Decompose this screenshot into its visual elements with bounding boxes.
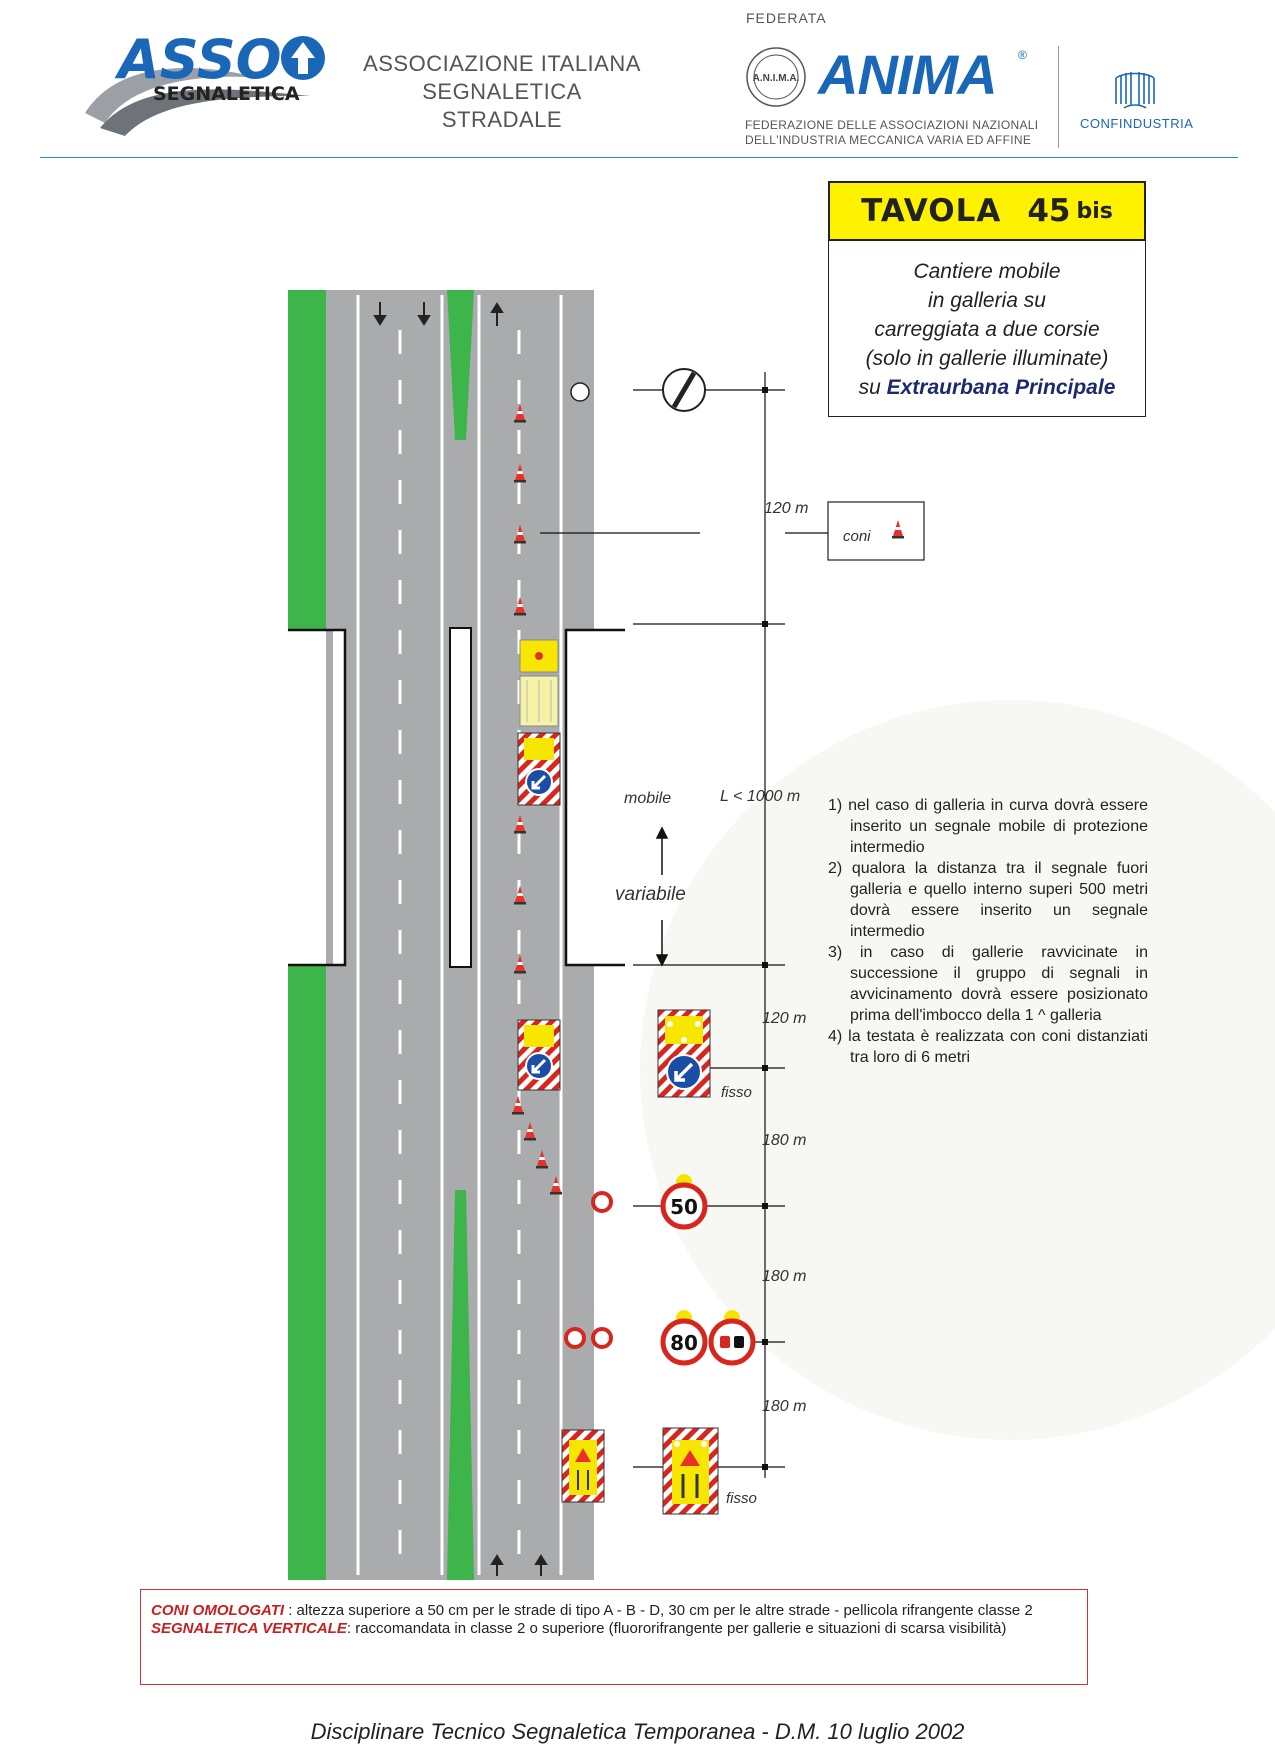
desc-line-1: Cantiere mobile (913, 260, 1061, 283)
note-3: 3) in caso di gallerie ravvicinate in su… (828, 944, 1148, 1024)
anima-registered-mark: ® (1018, 48, 1027, 62)
distance-180-a: 180 m (762, 1132, 807, 1149)
tunnel-walls (288, 628, 625, 967)
fisso-label-1: fisso (721, 1084, 752, 1101)
legend-box: CONI OMOLOGATI : altezza superiore a 50 … (140, 1589, 1088, 1685)
fisso-label-2: fisso (726, 1490, 757, 1507)
note-1: 1) nel caso di galleria in curva dovrà e… (828, 797, 1148, 856)
anima-seal-text: A.N.I.M.A. (753, 73, 800, 84)
anima-sub-line-1: FEDERAZIONE DELLE ASSOCIAZIONI NAZIONALI (745, 118, 1039, 132)
desc-road-type: Extraurbana Principale (886, 376, 1116, 399)
anima-subtitle: FEDERAZIONE DELLE ASSOCIAZIONI NAZIONALI… (745, 118, 1045, 148)
roadwork-panel-side (662, 1427, 719, 1515)
tavola-number: 45 (1027, 193, 1071, 229)
end-restriction-sign (662, 368, 706, 412)
variable-arrows (655, 826, 669, 967)
speed-limit-80-sign: 80 (660, 1310, 708, 1366)
association-line-2: SEGNALETICA STRADALE (422, 79, 582, 132)
segnaletica-verticale-text: : raccomandata in classe 2 o superiore (… (346, 1620, 1007, 1637)
anima-sub-line-2: DELL'INDUSTRIA MECCANICA VARIA ED AFFINE (745, 133, 1032, 147)
asso-logo: ASSO SEGNALETICA (85, 28, 325, 136)
end-restriction-marker (570, 382, 590, 402)
length-label: L < 1000 m (720, 788, 801, 805)
desc-line-4: (solo in gallerie illuminate) (865, 347, 1109, 370)
segnaletica-verticale-line: SEGNALETICA VERTICALE: raccomandata in c… (151, 1620, 1077, 1638)
median-wall (449, 627, 472, 968)
background-circle (640, 700, 1275, 1440)
header-divider (1058, 46, 1059, 148)
desc-line-3: carreggiata a due corsie (874, 318, 1100, 341)
federata-label: FEDERATA (746, 10, 827, 26)
coni-omologati-line: CONI OMOLOGATI : altezza superiore a 50 … (151, 1602, 1077, 1620)
coni-omologati-title: CONI OMOLOGATI (151, 1602, 285, 1619)
coni-legend-box (827, 501, 925, 561)
mobile-signal-panel (517, 732, 561, 806)
tavola-description: Cantiere mobile in galleria su carreggia… (828, 239, 1146, 417)
asso-sub-text: SEGNALETICA (153, 83, 300, 105)
tavola-label: TAVOLA (861, 193, 1002, 229)
desc-line-2: in galleria su (928, 289, 1046, 312)
coni-omologati-text: : altezza superiore a 50 cm per le strad… (284, 1602, 1033, 1619)
confindustria-eagle-icon (1115, 72, 1155, 109)
anima-logo-text: ANIMA (818, 43, 998, 106)
asso-main-text: ASSO (114, 28, 282, 91)
notes: 1) nel caso di galleria in curva dovrà e… (828, 795, 1148, 1068)
speed-80-text: 80 (670, 1331, 698, 1355)
mobile-label: mobile (624, 790, 672, 807)
roadwork-panel-road (561, 1429, 605, 1503)
no-overtaking-sign (708, 1310, 756, 1366)
confindustria-label: CONFINDUSTRIA (1080, 116, 1194, 131)
note-2: 2) qualora la distanza tra il segnale fu… (828, 860, 1148, 940)
distance-180-b: 180 m (762, 1268, 807, 1285)
footer: Disciplinare Tecnico Segnaletica Tempora… (310, 1719, 965, 1744)
note-4: 4) la testata è realizzata con coni dist… (828, 1028, 1148, 1066)
association-name: ASSOCIAZIONE ITALIANA SEGNALETICA STRADA… (362, 50, 642, 134)
association-line-1: ASSOCIAZIONE ITALIANA (363, 51, 641, 76)
distance-120-top: 120 m (764, 500, 809, 517)
tavola-suffix: bis (1076, 198, 1113, 224)
desc-line-5-prefix: su (858, 376, 887, 399)
distance-120-bottom: 120 m (762, 1010, 807, 1027)
fixed-signal-panel-road (517, 1019, 561, 1091)
speed-50-text: 50 (670, 1195, 698, 1219)
anima-seal-icon: A.N.I.M.A. (746, 47, 806, 107)
speed-limit-50-sign: 50 (660, 1174, 708, 1230)
work-vehicle (519, 639, 559, 727)
segnaletica-verticale-title: SEGNALETICA VERTICALE (151, 1620, 347, 1637)
desc-line-5: su Extraurbana Principale (829, 373, 1145, 402)
header-rule (40, 157, 1238, 158)
distance-180-c: 180 m (762, 1398, 807, 1415)
dimension-line (540, 372, 828, 1478)
variabile-label: variabile (615, 884, 686, 905)
coni-label: coni (843, 528, 871, 545)
tavola-title-box: TAVOLA 45 bis (828, 181, 1146, 241)
fixed-signal-panel-side (657, 1009, 711, 1098)
